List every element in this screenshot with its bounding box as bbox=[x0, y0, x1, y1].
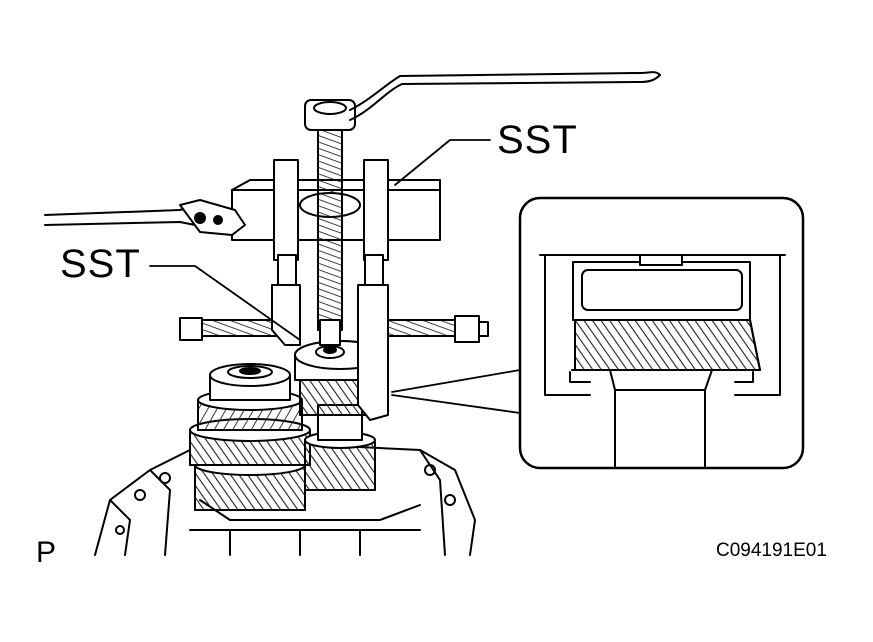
figure-code: C094191E01 bbox=[716, 540, 827, 561]
sst-callout-left: SST bbox=[60, 242, 141, 286]
side-bolt-right bbox=[384, 315, 489, 343]
gear-stack bbox=[189, 363, 311, 511]
side-bolt-left bbox=[179, 317, 283, 341]
puller-legs bbox=[271, 159, 389, 421]
leader-lines bbox=[149, 139, 521, 414]
corner-letter: P bbox=[36, 536, 57, 569]
holding-tool bbox=[44, 199, 246, 236]
forcing-screw bbox=[304, 99, 356, 346]
sst-callout-top: SST bbox=[497, 118, 578, 162]
detail-inset bbox=[518, 196, 805, 470]
ratchet-wrench bbox=[349, 71, 661, 121]
